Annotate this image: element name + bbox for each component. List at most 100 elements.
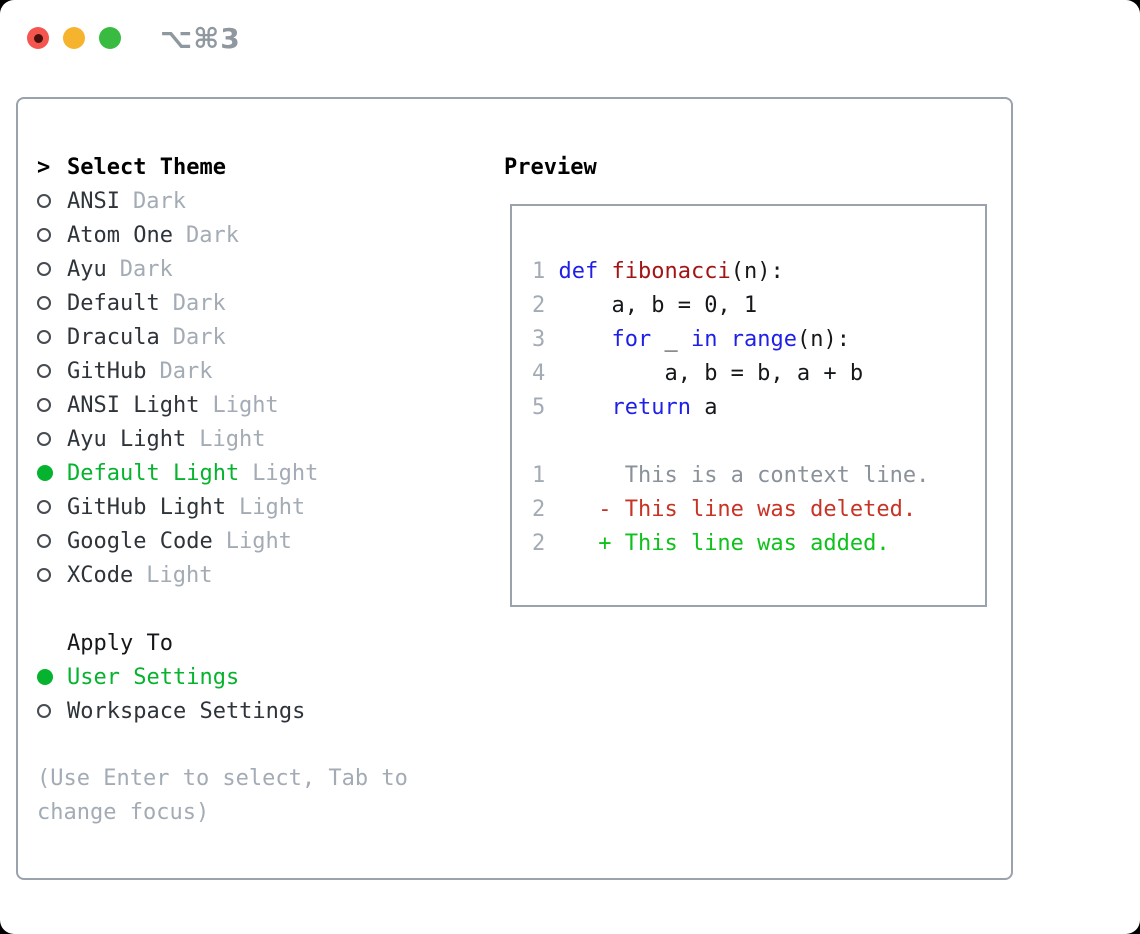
apply-to-item-user-settings[interactable]: User Settings xyxy=(37,660,305,694)
window-shortcut-label: ⌥⌘3 xyxy=(160,22,241,55)
line-number: 2 xyxy=(532,531,546,556)
code-token: a xyxy=(690,395,718,420)
theme-item-badge: Light xyxy=(225,528,292,554)
code-token: fibonacci xyxy=(611,259,731,284)
theme-item-label: Ayu xyxy=(67,256,107,282)
theme-item-badge: Dark xyxy=(119,256,173,282)
radio-marker xyxy=(37,669,67,685)
theme-item-dracula[interactable]: Dracula Dark xyxy=(37,320,318,354)
minimize-button-icon[interactable] xyxy=(63,27,85,49)
code-token: a, b = b, a + b xyxy=(545,361,864,386)
apply-to-header: Apply To xyxy=(37,626,305,660)
preview-line: 5 return a xyxy=(532,391,985,425)
radio-marker xyxy=(37,568,67,582)
radio-marker xyxy=(37,398,67,412)
radio-unselected-icon xyxy=(37,704,51,718)
radio-unselected-icon xyxy=(37,296,51,310)
preview-title: Preview xyxy=(504,154,597,180)
radio-marker xyxy=(37,432,67,446)
theme-item-badge: Dark xyxy=(172,324,226,350)
theme-item-label: Default Light xyxy=(67,460,240,486)
code-token xyxy=(598,259,611,284)
preview-line: 2 - This line was deleted. xyxy=(532,493,985,527)
radio-marker xyxy=(37,296,67,310)
theme-item-google-code[interactable]: Google Code Light xyxy=(37,524,318,558)
radio-marker xyxy=(37,534,67,548)
code-token: def xyxy=(558,259,599,284)
radio-unselected-icon xyxy=(37,500,51,514)
line-number: 1 xyxy=(532,259,546,284)
line-number: 3 xyxy=(532,327,546,352)
theme-item-label: Dracula xyxy=(67,324,160,350)
theme-item-ayu-light[interactable]: Ayu Light Light xyxy=(37,422,318,456)
theme-item-badge: Light xyxy=(238,494,306,520)
radio-selected-icon xyxy=(37,669,53,685)
code-token: (n): xyxy=(730,259,784,284)
theme-item-badge: Light xyxy=(199,426,266,452)
help-line-1: (Use Enter to select, Tab to xyxy=(37,766,408,791)
theme-item-label: Default xyxy=(67,290,160,316)
code-token xyxy=(545,259,558,284)
preview-line: 1 This is a context line. xyxy=(532,459,985,493)
line-number: 2 xyxy=(532,293,546,318)
code-token xyxy=(545,395,611,420)
theme-item-badge: Light xyxy=(252,460,319,486)
theme-item-badge: Dark xyxy=(159,358,213,384)
code-token: for xyxy=(611,327,652,352)
theme-item-ayu[interactable]: Ayu Dark xyxy=(37,252,318,286)
preview-line: 1 def fibonacci(n): xyxy=(532,255,985,289)
radio-marker xyxy=(37,262,67,276)
preview-header: Preview xyxy=(504,150,597,184)
code-token: (n): xyxy=(796,327,850,352)
theme-item-github[interactable]: GitHub Dark xyxy=(37,354,318,388)
line-number: 1 xyxy=(532,463,546,488)
radio-unselected-icon xyxy=(37,262,51,276)
line-number: 4 xyxy=(532,361,546,386)
theme-item-github-light[interactable]: GitHub Light Light xyxy=(37,490,318,524)
radio-marker xyxy=(37,228,67,242)
code-token xyxy=(717,327,730,352)
theme-item-label: GitHub Light xyxy=(67,494,226,520)
radio-marker xyxy=(37,364,67,378)
line-number: 5 xyxy=(532,395,546,420)
theme-item-label: Ayu Light xyxy=(67,426,187,452)
radio-selected-icon xyxy=(37,465,53,481)
code-token: + This line was added. xyxy=(545,531,890,556)
radio-unselected-icon xyxy=(37,330,51,344)
radio-marker xyxy=(37,194,67,208)
radio-unselected-icon xyxy=(37,568,51,582)
focus-prompt-icon: > xyxy=(37,154,51,180)
theme-item-label: GitHub xyxy=(67,358,147,384)
zoom-button-icon[interactable] xyxy=(99,27,121,49)
code-token: a, b = 0, 1 xyxy=(545,293,758,318)
preview-line xyxy=(532,425,985,459)
apply-to-item-workspace-settings[interactable]: Workspace Settings xyxy=(37,694,305,728)
theme-item-badge: Light xyxy=(146,562,213,588)
help-text: (Use Enter to select, Tab to change focu… xyxy=(37,762,408,830)
theme-item-default-light[interactable]: Default Light Light xyxy=(37,456,318,490)
apply-to-item-label: Workspace Settings xyxy=(67,698,306,724)
close-button-icon[interactable] xyxy=(27,27,49,49)
theme-item-label: Google Code xyxy=(67,528,213,554)
radio-marker xyxy=(37,330,67,344)
close-dot-icon xyxy=(33,33,43,43)
theme-item-label: Atom One xyxy=(67,222,173,248)
code-token: - This line was deleted. xyxy=(545,497,917,522)
radio-marker xyxy=(37,500,67,514)
code-token: _ xyxy=(651,327,691,352)
radio-unselected-icon xyxy=(37,398,51,412)
theme-item-badge: Dark xyxy=(132,188,186,214)
preview-line: 2 a, b = 0, 1 xyxy=(532,289,985,323)
radio-marker xyxy=(37,704,67,718)
